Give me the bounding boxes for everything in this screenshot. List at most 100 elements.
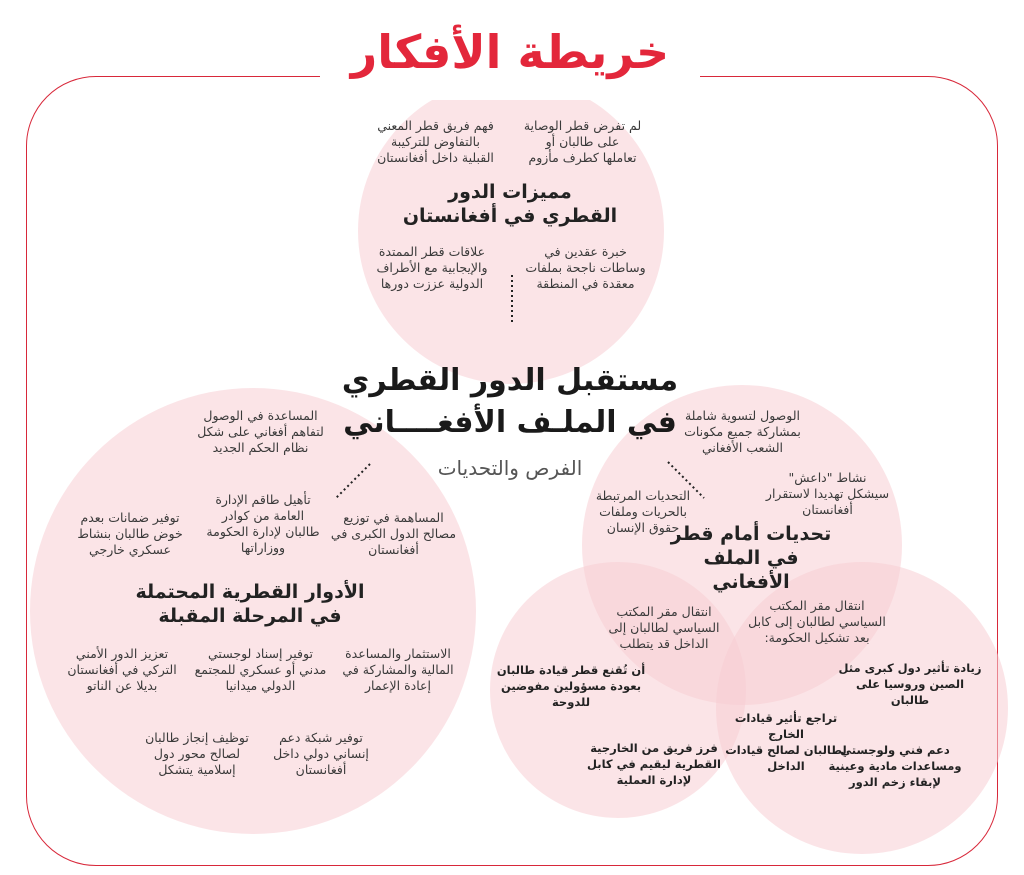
lower-right-item-3: دعم فني ولوجستي ومساعدات مادية وعينية لإ… [820, 742, 970, 790]
text-line: دعم فني ولوجستي [840, 743, 950, 757]
text-line: مدني أو عسكري للمجتمع [194, 662, 327, 677]
text-line: إعادة الإعمار [365, 678, 431, 693]
text-line: طالبان [890, 693, 930, 707]
text-line: تراجع تأثير قيادات الخارج [734, 711, 838, 741]
text-line: مصالح الدول الكبرى في [330, 526, 457, 541]
top-item-2: فهم فريق قطر المعني بالتفاوض للتركيبة ال… [368, 118, 503, 166]
text-line: لم تفرض قطر الوصاية [523, 118, 642, 133]
center-title-line1: مستقبل الدور القطري [341, 363, 679, 398]
left-item-2: تأهيل طاقم الإدارة العامة من كوادر طالبا… [198, 492, 328, 556]
left-item-3: توفير ضمانات بعدم خوض طالبان بنشاط عسكري… [70, 510, 190, 558]
left-item-1: المساعدة في الوصول لتفاهم أفغاني على شكل… [188, 408, 333, 456]
text-line: المساهمة في توزيع [343, 510, 444, 525]
text-line: وساطات ناجحة بملفات [525, 260, 646, 275]
lower-right-circle [716, 562, 1008, 854]
text-line: طالبان لإدارة الحكومة [206, 524, 320, 539]
text-line: لصالح محور دول [153, 746, 241, 761]
center-title: مستقبل الدور القطري في الملـف الأفغــــا… [330, 360, 690, 444]
title-mask [320, 60, 700, 100]
top-item-4: علاقات قطر الممتدة والإيجابية مع الأطراف… [362, 244, 502, 292]
text-line: نشاط "داعش" [788, 470, 867, 485]
text-line: الشعب الأفغاني [701, 440, 784, 455]
text-line: توفير ضمانات بعدم [80, 510, 180, 525]
text-line: العامة من كوادر [221, 508, 305, 523]
text-line: حقوق الإنسان [606, 520, 680, 535]
text-line: سيشكل تهديدا لاستقرار [765, 486, 890, 501]
text-line: لإدارة العملية [616, 773, 692, 787]
text-line: القبلية داخل أفغانستان [377, 150, 494, 165]
left-item-9: توفير شبكة دعم إنساني دولي داخل أفغانستا… [262, 730, 380, 778]
text-line: عسكري خارجي [89, 542, 171, 557]
lower-right-item-2: تراجع تأثير قيادات الخارج لطالبان لصالح … [716, 710, 856, 774]
text-line: الداخل [767, 759, 805, 773]
text-line: فهم فريق قطر المعني [377, 118, 494, 133]
text-line: زيادة تأثير دول كبرى مثل [838, 661, 982, 675]
text-line: لإبقاء زخم الدور [849, 775, 941, 789]
text-line: توفير شبكة دعم [279, 730, 363, 745]
text-line: والإيجابية مع الأطراف [376, 260, 488, 275]
text-line: الدولي ميدانيا [225, 678, 296, 693]
text-line: لطالبان لصالح قيادات [725, 743, 847, 757]
left-item-7: الاستثمار والمساعدة المالية والمشاركة في… [338, 646, 458, 694]
lower-left-header: انتقال مقر المكتب السياسي لطالبان إلى ال… [604, 604, 724, 652]
left-heading-line1: الأدوار القطرية المحتملة [135, 581, 365, 603]
left-item-4: المساهمة في توزيع مصالح الدول الكبرى في … [326, 510, 461, 558]
center-subtitle: الفرص والتحديات [437, 456, 583, 480]
right-heading-line2: في الملف الأفغاني [703, 547, 799, 593]
left-circle-heading: الأدوار القطرية المحتملة في المرحلة المق… [130, 580, 370, 628]
text-line: السياسي لطالبان إلى كابل [748, 614, 886, 629]
text-line: إسلامية يتشكل [158, 762, 236, 777]
right-circle-heading: تحديات أمام قطر في الملف الأفغاني [662, 522, 840, 594]
text-line: نظام الحكم الجديد [212, 440, 309, 455]
text-line: الاستثمار والمساعدة [345, 646, 451, 661]
top-item-1: لم تفرض قطر الوصاية على طالبان أو تعامله… [520, 118, 645, 166]
text-line: توظيف إنجاز طالبان [145, 730, 249, 745]
top-circle-heading: مميزات الدور القطري في أفغانستان [400, 180, 620, 228]
text-line: الدولية عززت دورها [380, 276, 484, 291]
lower-left-circle [490, 562, 746, 818]
lower-left-item-1: أن تُقنع قطر قيادة طالبان بعودة مسؤولين … [496, 662, 646, 710]
left-circle [30, 388, 476, 834]
text-line: بعودة مسؤولين مفوضين [500, 679, 642, 693]
lower-right-item-1: زيادة تأثير دول كبرى مثل الصين وروسيا عل… [836, 660, 984, 708]
text-line: الصين وروسيا على [855, 677, 965, 691]
text-line: تعاملها كطرف مأزوم [528, 150, 637, 165]
text-line: المساعدة في الوصول [203, 408, 318, 423]
text-line: الداخل قد يتطلب [619, 636, 709, 651]
page-title: خريطة الأفكار [350, 25, 670, 79]
left-heading-line2: في المرحلة المقبلة [158, 605, 342, 627]
text-line: التركي في أفغانستان [67, 662, 177, 677]
text-line: بالتفاوض للتركيبة [391, 134, 480, 149]
text-line: السياسي لطالبان إلى [608, 620, 720, 635]
text-line: بمشاركة جميع مكونات [684, 424, 801, 439]
text-line: علاقات قطر الممتدة [378, 244, 486, 259]
lower-left-item-2: فرز فريق من الخارجية القطرية ليقيم في كا… [584, 740, 724, 788]
left-item-5: تعزيز الدور الأمني التركي في أفغانستان ب… [58, 646, 186, 694]
text-line: على طالبان أو [545, 134, 620, 149]
text-line: إنساني دولي داخل [273, 746, 369, 761]
text-line: انتقال مقر المكتب [616, 604, 712, 619]
text-line: أفغانستان [802, 502, 853, 517]
text-line: الوصول لتسوية شاملة [684, 408, 801, 423]
text-line: أفغانستان [295, 762, 347, 777]
top-item-3: خبرة عقدين في وساطات ناجحة بملفات معقدة … [518, 244, 653, 292]
text-line: بالحريات وملفات [599, 504, 687, 519]
right-item-2: نشاط "داعش" سيشكل تهديدا لاستقرار أفغانس… [760, 470, 895, 518]
text-line: المالية والمشاركة في [342, 662, 454, 677]
text-line: فرز فريق من الخارجية [590, 741, 718, 755]
right-item-3: التحديات المرتبطة بالحريات وملفات حقوق ا… [588, 488, 698, 536]
text-line: لتفاهم أفغاني على شكل [197, 424, 324, 439]
text-line: انتقال مقر المكتب [769, 598, 865, 613]
text-line: للدوحة [551, 695, 591, 709]
text-line: توفير إسناد لوجستي [208, 646, 313, 661]
top-heading-line1: مميزات الدور [448, 181, 572, 203]
text-line: القطرية ليقيم في كابل [587, 757, 721, 771]
text-line: تأهيل طاقم الإدارة [215, 492, 311, 507]
text-line: أن تُقنع قطر قيادة طالبان [496, 663, 646, 677]
left-item-8: توظيف إنجاز طالبان لصالح محور دول إسلامي… [132, 730, 262, 778]
top-circle [358, 78, 664, 384]
right-item-1: الوصول لتسوية شاملة بمشاركة جميع مكونات … [670, 408, 815, 456]
text-line: معقدة في المنطقة [536, 276, 635, 291]
text-line: ووزاراتها [240, 540, 286, 555]
